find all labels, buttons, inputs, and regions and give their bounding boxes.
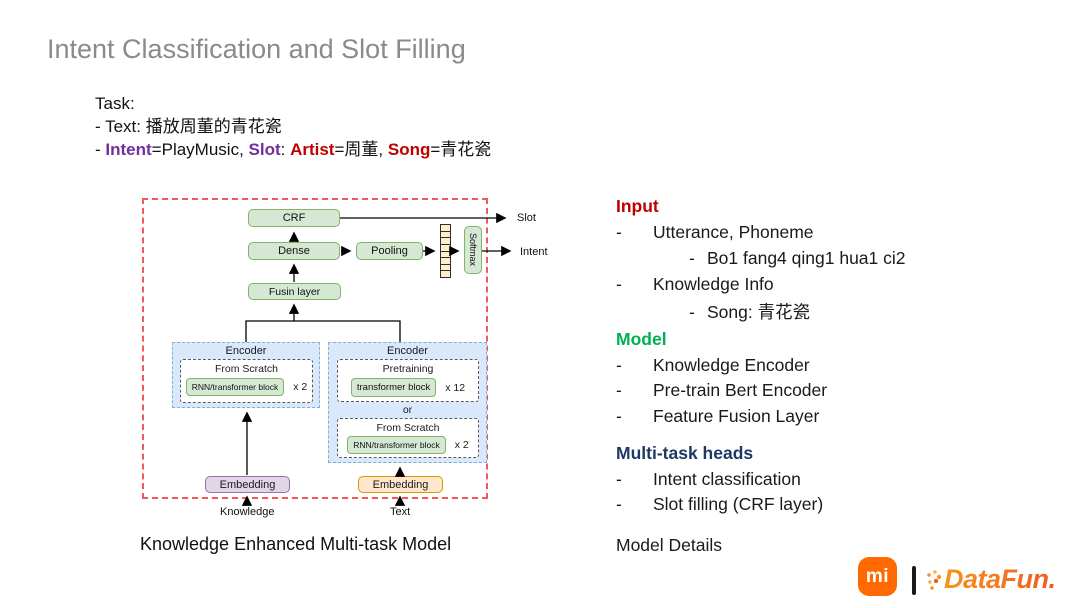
- rnn-transformer-block: RNN/transformer block: [347, 436, 446, 454]
- heads-item-text: Intent classification: [653, 469, 801, 489]
- task-dash: -: [95, 140, 106, 159]
- knowledge-input-label: Knowledge: [220, 506, 275, 518]
- crf-box: CRF: [248, 209, 340, 227]
- encoder-left-subtitle: From Scratch: [214, 363, 278, 375]
- fusion-layer-box: Fusin layer: [248, 283, 341, 300]
- list-dash: -: [616, 469, 622, 489]
- scratch-multiplier: x 2: [454, 439, 469, 451]
- model-item: - Feature Fusion Layer: [616, 406, 819, 427]
- pretraining-multiplier: x 12: [445, 381, 466, 394]
- model-diagram-frame: [142, 198, 488, 499]
- pretraining-subtitle: Pretraining: [382, 363, 434, 375]
- knowledge-embedding-box: Embedding: [205, 476, 290, 493]
- vector-cell: [440, 270, 451, 278]
- model-item-text: Pre-train Bert Encoder: [653, 380, 828, 400]
- rnn-transformer-block: RNN/transformer block: [185, 378, 285, 396]
- xiaomi-logo: mi: [858, 557, 897, 596]
- task-label-line: - Intent=PlayMusic, Slot: Artist=周董, Son…: [95, 138, 491, 161]
- transformer-block: transformer block: [350, 378, 437, 397]
- input-subitem-text: Song: 青花瓷: [707, 302, 811, 322]
- model-heading: Model: [616, 329, 667, 349]
- heads-item-text: Slot filling (CRF layer): [653, 494, 824, 514]
- scratch-subtitle: From Scratch: [376, 422, 440, 434]
- task-block: Task: - Text: 播放周董的青花瓷 - Intent=PlayMusi…: [95, 92, 491, 161]
- intent-value: =PlayMusic,: [151, 140, 249, 159]
- model-item-text: Feature Fusion Layer: [653, 406, 820, 426]
- input-subitem: -Song: 青花瓷: [616, 299, 810, 324]
- list-dash: -: [616, 406, 622, 426]
- details-caption: Model Details: [616, 535, 723, 555]
- intent-output-label: Intent: [520, 246, 548, 258]
- input-item-text: Knowledge Info: [653, 274, 774, 294]
- task-text-value: 播放周董的青花瓷: [145, 117, 282, 136]
- diagram-caption: Knowledge Enhanced Multi-task Model: [140, 534, 452, 554]
- song-value: =青花瓷: [430, 140, 492, 159]
- logo-separator: [912, 566, 916, 595]
- list-dash: -: [616, 380, 622, 400]
- list-dash: -: [616, 355, 622, 375]
- artist-label: Artist: [290, 140, 335, 159]
- slot-label: Slot: [248, 140, 281, 159]
- encoder-left: Encoder From Scratch RNN/transformer blo…: [172, 342, 320, 408]
- list-dash: -: [689, 302, 695, 322]
- model-item: - Knowledge Encoder: [616, 355, 810, 376]
- datafun-dots-icon: [927, 570, 942, 590]
- list-dash: -: [616, 494, 622, 514]
- task-text-line: - Text: 播放周董的青花瓷: [95, 115, 491, 138]
- dense-box: Dense: [248, 242, 340, 260]
- datafun-logo: DataFun.: [944, 564, 1056, 594]
- encoder-left-title: Encoder: [225, 345, 267, 357]
- input-item: - Utterance, Phoneme: [616, 222, 814, 243]
- model-item-text: Knowledge Encoder: [653, 355, 810, 375]
- input-heading: Input: [616, 196, 659, 216]
- softmax-box: Softmax: [464, 226, 482, 274]
- encoder-right-pretraining: Pretraining transformer block x 12: [337, 359, 479, 402]
- task-heading: Task:: [95, 94, 135, 113]
- encoder-left-multiplier: x 2: [293, 381, 308, 393]
- input-item-text: Utterance, Phoneme: [653, 222, 814, 242]
- list-dash: -: [616, 222, 622, 242]
- list-dash: -: [689, 248, 695, 268]
- model-item: - Pre-train Bert Encoder: [616, 380, 827, 401]
- slot-separator: :: [280, 140, 291, 159]
- encoder-right-scratch: From Scratch RNN/transformer block x 2: [337, 418, 479, 458]
- encoder-right: Encoder Pretraining transformer block x …: [328, 342, 487, 463]
- intent-label: Intent: [105, 140, 152, 159]
- text-input-label: Text: [390, 506, 411, 518]
- text-embedding-box: Embedding: [358, 476, 443, 493]
- input-subitem: -Bo1 fang4 qing1 hua1 ci2: [616, 248, 906, 269]
- pooling-box: Pooling: [356, 242, 423, 260]
- encoder-left-inner: From Scratch RNN/transformer block x 2: [180, 359, 313, 403]
- heads-item: - Slot filling (CRF layer): [616, 494, 823, 515]
- slot-output-label: Slot: [517, 212, 536, 224]
- feature-vector: [440, 224, 451, 278]
- page-title: Intent Classification and Slot Filling: [47, 34, 466, 64]
- input-subitem-text: Bo1 fang4 qing1 hua1 ci2: [707, 248, 906, 268]
- input-item: - Knowledge Info: [616, 274, 774, 295]
- task-text-prefix: - Text:: [95, 117, 146, 136]
- song-label: Song: [387, 140, 431, 159]
- list-dash: -: [616, 274, 622, 294]
- artist-value: =周董,: [334, 140, 388, 159]
- heads-item: - Intent classification: [616, 469, 801, 490]
- encoder-right-title: Encoder: [387, 345, 428, 357]
- or-label: or: [402, 404, 413, 416]
- heads-heading: Multi-task heads: [616, 443, 754, 463]
